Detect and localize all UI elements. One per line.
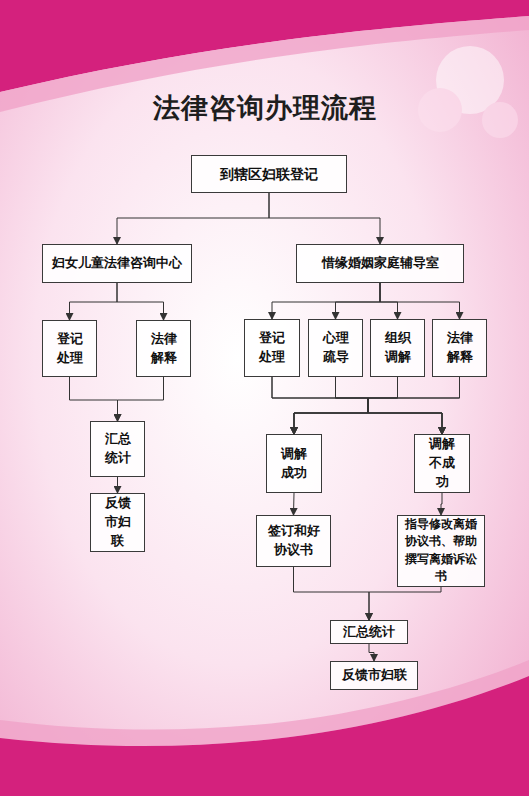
flow-connector: [336, 377, 443, 434]
box-label: 法律解释: [150, 330, 177, 368]
flow-connector: [294, 567, 370, 620]
flow-connector: [272, 377, 368, 434]
process-box: 反馈市妇联: [330, 661, 418, 690]
process-box: 指导修改离婚协议书、帮助撰写离婚诉讼书: [397, 515, 485, 587]
flow-connector: [117, 477, 118, 493]
box-label: 惜缘婚姻家庭辅导室: [322, 254, 439, 273]
diagram-title: 法律咨询办理流程: [120, 90, 410, 126]
process-box: 签订和好协议书: [256, 515, 331, 567]
process-box: 汇总统计: [330, 620, 408, 644]
flow-connector: [368, 377, 460, 434]
box-label: 调解成功: [280, 445, 308, 483]
box-label: 汇总统计: [104, 430, 131, 468]
box-label: 指导修改离婚协议书、帮助撰写离婚诉讼书: [400, 516, 482, 586]
flow-connector: [380, 283, 398, 319]
box-label: 调解不成功: [428, 435, 456, 492]
box-label: 登记处理: [56, 330, 83, 368]
process-box: 组织调解: [370, 319, 425, 377]
process-box: 法律解释: [432, 319, 487, 377]
process-box: 惜缘婚姻家庭辅导室: [296, 244, 464, 283]
process-box: 到辖区妇联登记: [191, 155, 347, 193]
flow-connector: [269, 193, 380, 244]
box-label: 汇总统计: [343, 623, 395, 642]
flow-connector: [293, 493, 295, 515]
flow-connector: [294, 377, 460, 434]
box-label: 组织调解: [384, 329, 411, 367]
process-box: 妇女儿童法律咨询中心: [42, 244, 192, 283]
process-box: 调解不成功: [414, 434, 470, 493]
process-box: 汇总统计: [90, 421, 145, 477]
box-label: 到辖区妇联登记: [220, 164, 318, 184]
flow-connector: [70, 377, 118, 421]
flow-connector: [70, 283, 118, 320]
box-label: 法律解释: [446, 329, 473, 367]
box-label: 登记处理: [258, 329, 286, 367]
flower-decoration: [418, 46, 518, 138]
box-label: 妇女儿童法律咨询中心: [52, 254, 182, 273]
bottom-band: [0, 676, 529, 796]
flow-connector: [294, 377, 398, 434]
flow-connector: [118, 377, 164, 421]
process-box: 登记处理: [42, 320, 97, 377]
flow-connector: [117, 283, 164, 320]
process-box: 反馈市妇联: [90, 493, 145, 552]
flow-connector: [272, 283, 380, 319]
flow-connector: [272, 377, 442, 434]
box-label: 签订和好协议书: [265, 522, 322, 560]
flow-connector: [368, 377, 442, 434]
process-box: 法律解释: [136, 320, 191, 377]
flow-connector: [117, 193, 269, 244]
flow-connector: [294, 377, 368, 434]
box-label: 心理疏导: [322, 329, 349, 367]
flow-connector: [441, 493, 442, 515]
box-label: 反馈市妇联: [342, 666, 407, 685]
box-label: 反馈市妇联: [104, 494, 131, 551]
process-box: 心理疏导: [308, 319, 363, 377]
process-box: 登记处理: [244, 319, 300, 377]
flow-connector: [336, 283, 381, 319]
process-box: 调解成功: [266, 434, 322, 493]
flow-connector: [369, 587, 441, 620]
flow-connector: [380, 283, 460, 319]
flow-connector: [369, 644, 374, 661]
